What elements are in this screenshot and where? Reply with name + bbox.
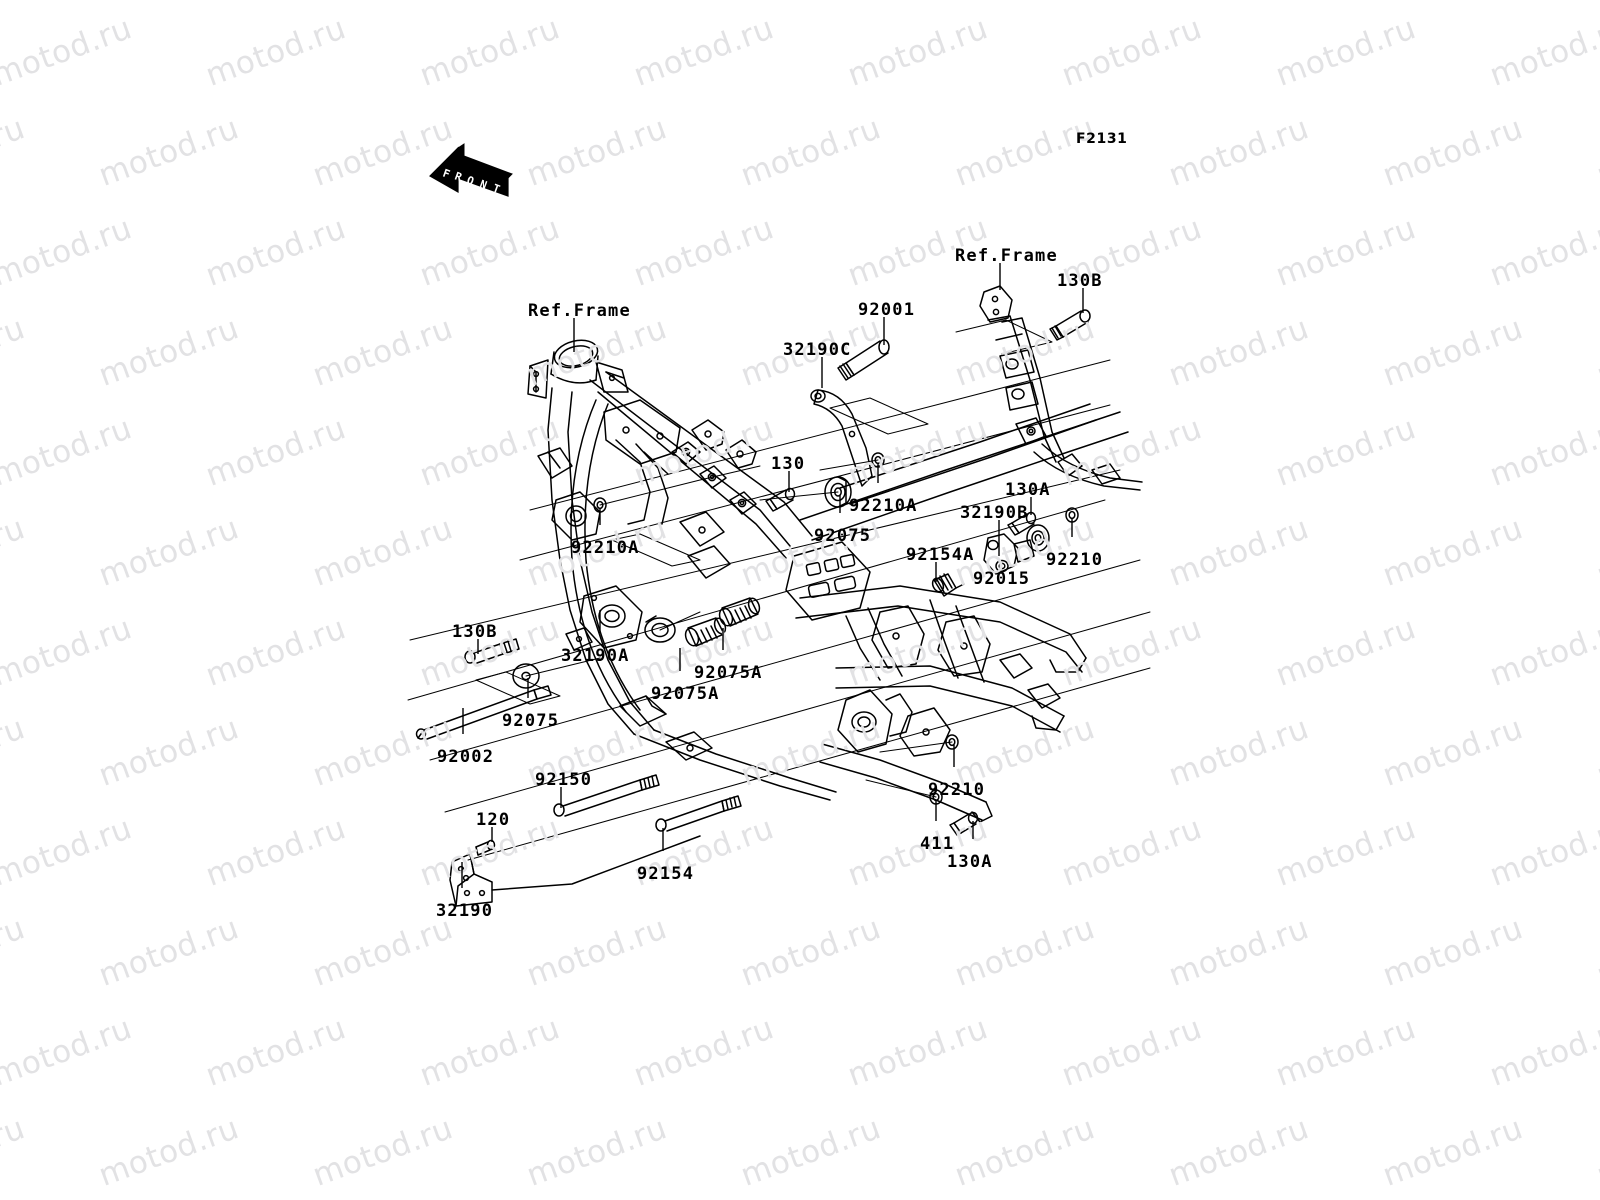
upper-rear-rail	[799, 403, 1129, 541]
callout-p-130B-top: 130B	[1057, 271, 1103, 291]
callout-p-32190: 32190	[436, 901, 494, 921]
callout-p-130B-left: 130B	[452, 622, 498, 642]
callout-p-92210-r: 92210	[1046, 550, 1104, 570]
part-32190A-flange	[644, 615, 676, 643]
part-130-bolt	[765, 487, 796, 512]
callout-p-92001: 92001	[858, 300, 916, 320]
callout-p-411: 411	[920, 834, 955, 854]
svg-text:T: T	[491, 182, 502, 197]
svg-text:O: O	[465, 174, 476, 189]
callout-p-32190C: 32190C	[783, 340, 852, 360]
svg-text:N: N	[478, 178, 489, 192]
svg-text:F: F	[441, 167, 452, 181]
part-92001-bolt	[837, 339, 890, 381]
callout-p-92210A-l: 92210A	[571, 538, 640, 558]
part-92154A-bolt	[931, 573, 965, 597]
assembly-axis-lines	[407, 359, 1151, 861]
part-92150-bolt	[553, 774, 660, 817]
part-32190C-bracket	[810, 389, 873, 487]
part-leader-lines	[525, 459, 953, 798]
callout-p-120: 120	[476, 810, 511, 830]
rear-frame-assembly	[795, 585, 1087, 823]
callout-p-92210A-r: 92210A	[849, 496, 918, 516]
callout-ref-frame-left: Ref.Frame	[528, 301, 631, 321]
part-130A-right-bolt	[1007, 511, 1037, 536]
part-92154-long-bolt	[655, 795, 742, 832]
center-grid-plate	[785, 541, 871, 621]
guide-boxes	[475, 319, 1053, 705]
svg-text:R: R	[453, 170, 464, 185]
part-130B-top-bolt	[1049, 309, 1091, 341]
callout-p-92015: 92015	[973, 569, 1031, 589]
part-92002-long-bolt	[415, 685, 552, 740]
callout-p-92075-l: 92075	[502, 711, 560, 731]
right-side-bracket	[979, 285, 1143, 491]
frame-backbone	[589, 371, 813, 559]
figure-code: F2131	[1076, 131, 1128, 147]
part-32190-bracket	[449, 835, 701, 907]
callout-p-92154A: 92154A	[906, 545, 975, 565]
frame-down-tube	[547, 387, 837, 801]
part-92075A-collar-2	[718, 597, 761, 627]
callout-p-92075-r: 92075	[814, 526, 872, 546]
part-120-bolt	[475, 839, 496, 856]
callout-p-130A-r: 130A	[1005, 480, 1051, 500]
part-92015-collar	[1026, 524, 1050, 552]
part-92075-right-collar	[824, 476, 852, 508]
callout-p-92154: 92154	[637, 864, 695, 884]
callout-p-130A-b: 130A	[947, 852, 993, 872]
part-32190B-bracket	[983, 533, 1035, 575]
callout-p-130: 130	[771, 454, 806, 474]
left-engine-mount-plates	[537, 447, 643, 651]
callout-p-92002: 92002	[437, 747, 495, 767]
callout-p-92075A-1: 92075A	[694, 663, 763, 683]
callout-p-32190B: 32190B	[960, 503, 1029, 523]
callout-p-92075A-2: 92075A	[651, 684, 720, 704]
callout-p-92150: 92150	[535, 770, 593, 790]
front-arrow-icon: F R O N T	[429, 143, 513, 197]
callout-p-32190A: 32190A	[561, 646, 630, 666]
part-92075-left-washer	[512, 663, 540, 689]
callout-ref-frame-right: Ref.Frame	[955, 246, 1058, 266]
callout-p-92210-b: 92210	[928, 780, 986, 800]
